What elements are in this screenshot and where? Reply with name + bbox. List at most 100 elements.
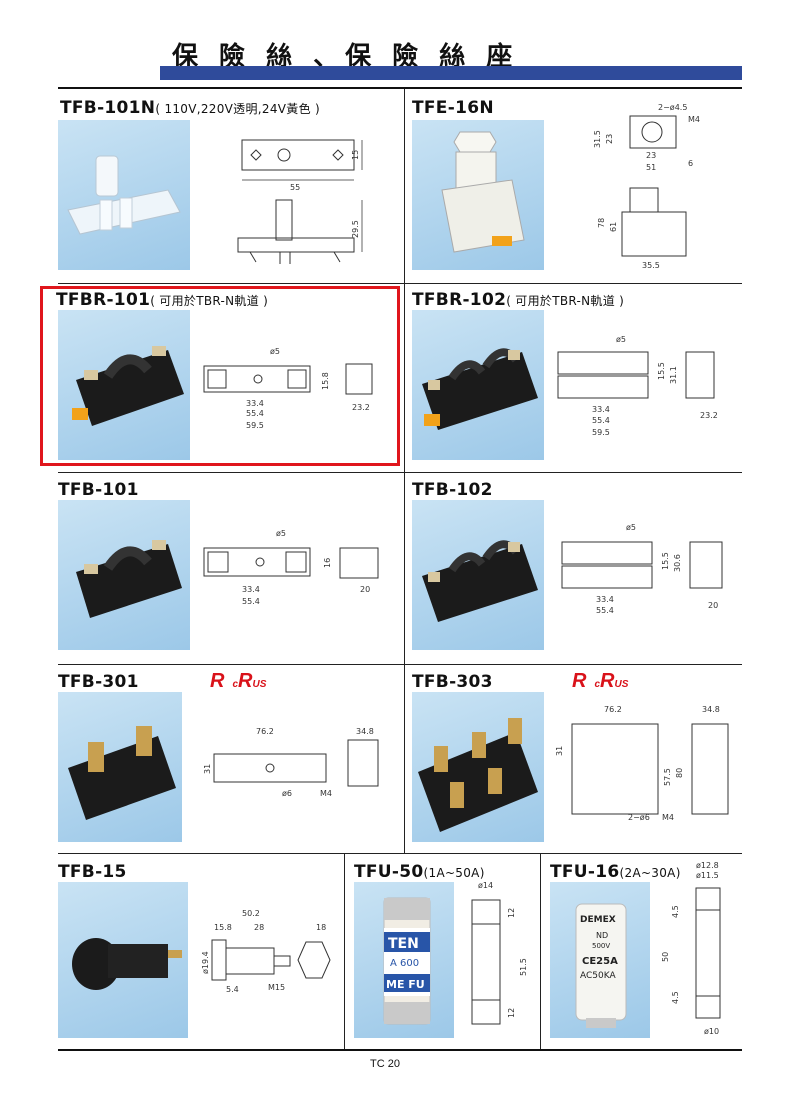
dim-label: 31 [203,764,212,774]
dim-label: 30.6 [673,554,682,572]
dim-label: 33.4 [246,399,264,408]
drawing-tfu16: ø12.8 ø11.5 4.5 50 4.5 ø10 [661,861,721,1036]
dim-label: 34.8 [702,705,720,714]
dim-label: 35.5 [642,261,660,270]
dim-label: 23.2 [700,411,718,420]
product-name-tfbr102: TFBR-102( 可用於TBR-N軌道 ) [412,290,625,310]
dim-label: 2−ø6 [628,813,650,822]
dim-label: 15.5 [657,362,666,380]
dim-label: 23.2 [352,403,370,412]
product-photo-tfbr101 [58,310,190,460]
drawing-tfb301: 76.2 34.8 31 ø6 M4 [203,727,379,798]
dim-label: 15.8 [214,923,232,932]
dim-label: 29.5 [351,220,360,238]
dim-label: 23 [646,151,656,160]
product-photo-tfbr102 [412,310,544,460]
dim-label: 33.4 [592,405,610,414]
dim-label: 33.4 [242,585,260,594]
dim-label: 55.4 [246,409,264,418]
dim-label: 4.5 [671,991,680,1004]
title-bar [160,66,742,80]
fuse-label: TEN [388,936,419,952]
fuse-label: AC50KA [580,971,616,981]
dim-label: 33.4 [596,595,614,604]
fuse-label: A 600 [390,958,419,969]
product-name-tfb101: TFB-101 [58,480,139,500]
dim-label: 50 [661,952,670,962]
grid-divider [58,283,742,284]
dim-label: ø19.4 [201,951,210,974]
dim-label: M4 [688,115,700,124]
footer-line [58,1049,742,1051]
grid-divider [404,89,405,853]
product-name-tfe16n: TFE-16N [412,98,494,118]
product-photo-tfb101 [58,500,190,650]
fuse-label: ND [596,931,608,940]
dim-label: 5.4 [226,985,239,994]
product-name-tfb303: TFB-303 [412,672,493,692]
dim-label: 15 [351,150,360,160]
fuse-label: ME FU [386,978,425,991]
dim-label: 6 [688,159,693,168]
fuse-label: DEMEX [580,915,616,925]
dim-label: 31.5 [593,130,602,148]
product-photo-tfb102 [412,500,544,650]
dim-label: 55.4 [242,597,260,606]
grid-divider [58,664,742,665]
dim-label: ø5 [270,347,280,356]
dim-label: 12 [507,908,516,918]
dim-label: 50.2 [242,909,260,918]
drawing-tfu50: ø14 12 51.5 12 [471,881,528,1025]
drawing-tfb303: 76.2 34.8 31 57.5 80 2−ø6 M4 [555,705,729,822]
dim-label: 23 [605,134,614,144]
dim-label: ø5 [626,523,636,532]
dim-label: 57.5 [663,768,672,786]
product-name-tfb15: TFB-15 [58,862,127,882]
highlight-frame [40,286,400,466]
product-name-tfu16: TFU-16(2A~30A) [550,862,681,882]
product-photo-tfb101n [58,120,190,270]
grid-divider [540,853,541,1049]
dim-label: 61 [609,222,618,232]
dim-label: 4.5 [671,905,680,918]
dim-label: 31 [555,746,564,756]
dim-label: ø6 [282,789,292,798]
product-name-tfb102: TFB-102 [412,480,493,500]
drawing-tfb101n: 15 55 29.5 [237,139,363,264]
drawing-tfb15: 50.2 15.8 28 18 ø19.4 5.4 M15 [201,909,331,994]
drawing-tfb101: ø5 16 33.4 55.4 20 [203,529,379,606]
title-underline [58,87,742,89]
drawing-tfb102: ø5 15.5 30.6 33.4 55.4 20 [561,523,723,615]
dim-label: 18 [316,923,326,932]
dim-label: 28 [254,923,264,932]
fuse-label: 500V [592,942,610,950]
dim-label: M4 [320,789,332,798]
dim-label: ø11.5 [696,871,719,880]
dim-label: ø12.8 [696,861,719,870]
dim-label: 76.2 [604,705,622,714]
product-photo-tfu50: TEN A 600 ME FU [354,882,454,1038]
dim-label: 76.2 [256,727,274,736]
dim-label: 15.8 [321,372,330,390]
dim-label: ø14 [478,881,493,890]
grid-divider [58,472,742,473]
dim-label: 51.5 [519,958,528,976]
product-photo-tfb303 [412,692,544,842]
dim-label: M15 [268,983,285,992]
fuse-label: CE25A [582,956,618,967]
dim-label: 20 [360,585,370,594]
product-photo-tfe16n [412,120,544,270]
dim-label: 80 [675,768,684,778]
dim-label: M4 [662,813,674,822]
dim-label: 59.5 [246,421,264,430]
product-photo-tfb15 [58,882,188,1038]
dim-label: 20 [708,601,718,610]
dim-label: 78 [597,218,606,228]
drawing-tfbr101: ø5 15.8 33.4 55.4 59.5 23.2 [203,347,373,430]
dim-label: 16 [323,558,332,568]
drawing-tfe16n: 2−ø4.5 M4 31.5 23 23 51 6 78 61 35.5 [593,103,700,270]
drawing-tfbr102: ø5 15.5 31.1 33.4 55.4 59.5 23.2 [557,335,718,437]
dim-label: 12 [507,1008,516,1018]
